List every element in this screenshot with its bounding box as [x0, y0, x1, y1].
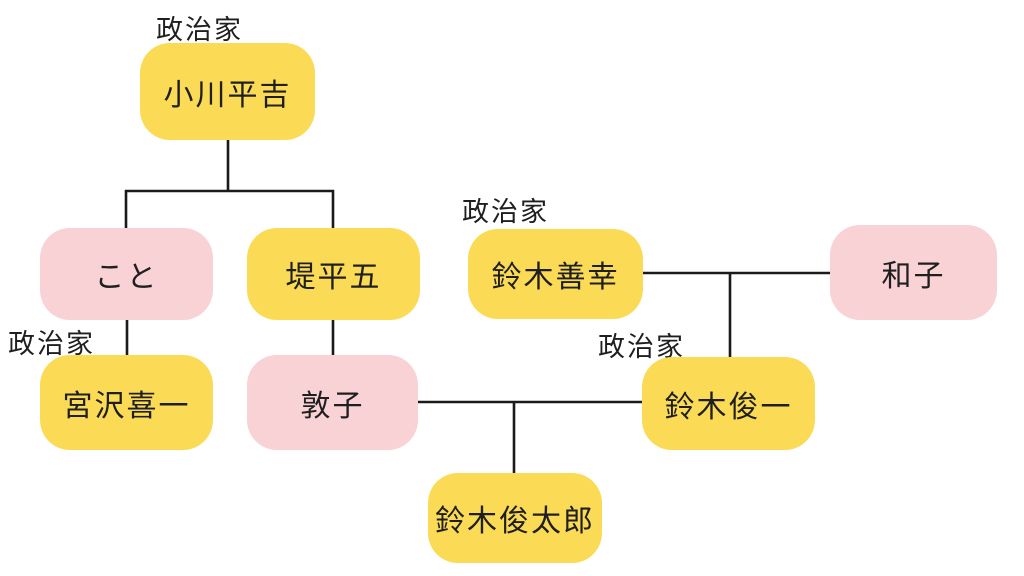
person-name-kazuko: 和子 [881, 258, 946, 294]
node-suzuki-shuntaro: 鈴木俊太郎 [428, 473, 602, 563]
person-name-koto: こと [94, 260, 159, 295]
person-name-suzuki-shuntaro: 鈴木俊太郎 [435, 504, 595, 539]
person-name-miyazawa-kiichi: 宮沢喜一 [62, 388, 191, 424]
node-ogawa-heikichi: 小川平吉 [140, 43, 315, 140]
node-tsutsumi-heigo: 堤平五 [247, 228, 420, 320]
node-suzuki-shunichi: 鈴木俊一 [642, 357, 815, 450]
person-name-ogawa-heikichi: 小川平吉 [163, 77, 292, 113]
person-name-tsutsumi-heigo: 堤平五 [285, 260, 382, 295]
person-name-suzuki-shunichi: 鈴木俊一 [664, 389, 793, 425]
person-name-suzuki-zenko: 鈴木善幸 [491, 260, 620, 295]
node-suzuki-zenko: 鈴木善幸 [468, 229, 643, 319]
node-miyazawa-kiichi: 宮沢喜一 [40, 355, 213, 450]
occupation-tag-ogawa: 政治家 [156, 15, 243, 46]
person-name-atsuko: 敦子 [300, 388, 365, 424]
occupation-tag-miyazawa: 政治家 [8, 329, 95, 360]
occupation-tag-zenko: 政治家 [462, 197, 549, 228]
node-atsuko: 敦子 [247, 355, 418, 450]
node-kazuko: 和子 [830, 225, 997, 320]
node-koto: こと [40, 228, 213, 320]
